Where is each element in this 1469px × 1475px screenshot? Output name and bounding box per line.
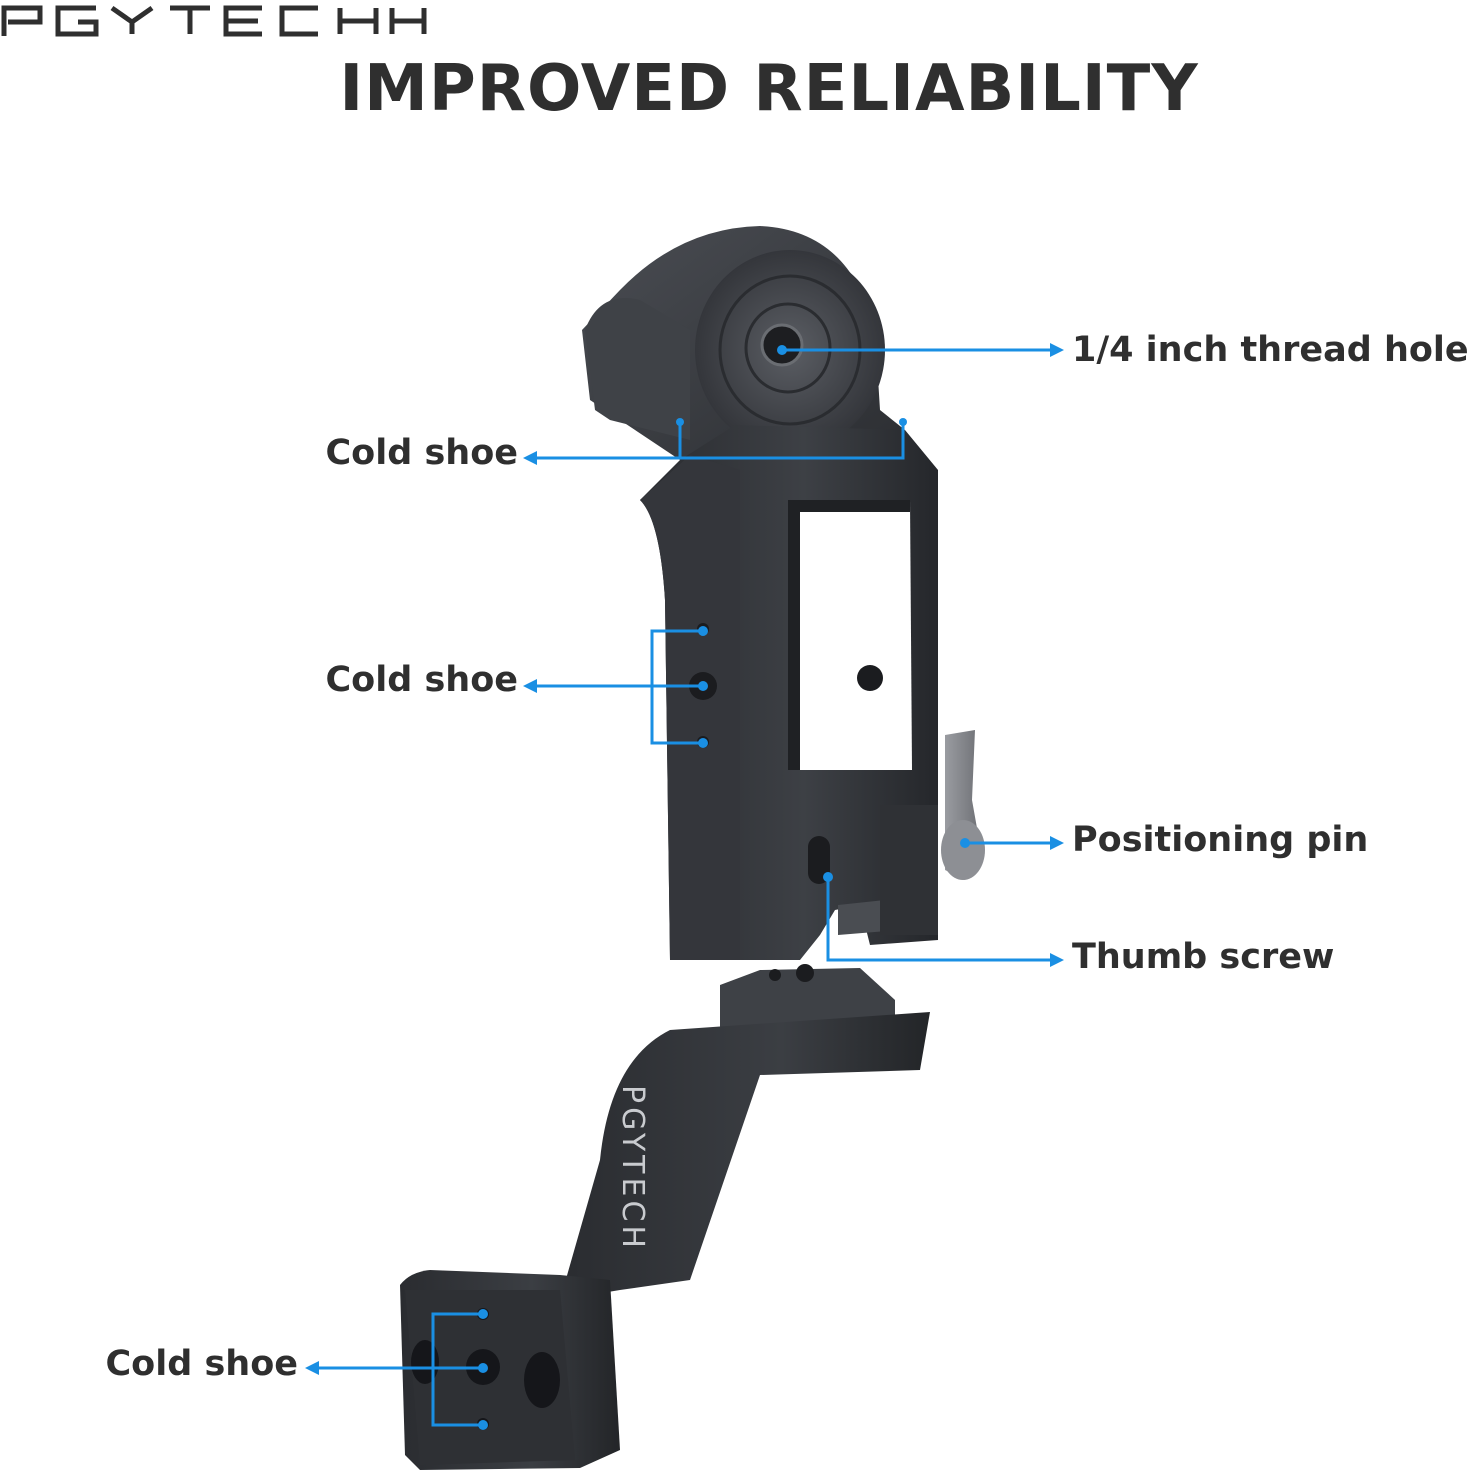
pgytech-logo <box>1 5 427 37</box>
upper-bracket <box>582 226 985 960</box>
callout-arrows <box>305 343 1064 1375</box>
page-title: IMPROVED RELIABILITY <box>339 52 1199 126</box>
callout-dots <box>478 345 970 1430</box>
arm-engraving: PGYTECH <box>615 1085 650 1252</box>
callout-thumb-screw: Thumb screw <box>1072 937 1335 977</box>
callout-cold-shoe-middle: Cold shoe <box>325 660 519 700</box>
callout-lines <box>318 348 1052 1427</box>
callout-thread-hole: 1/4 inch thread hole <box>1072 330 1469 370</box>
callout-cold-shoe-top: Cold shoe <box>325 433 519 473</box>
callout-cold-shoe-bottom: Cold shoe <box>105 1344 299 1384</box>
lower-arm <box>400 964 930 1470</box>
callout-positioning-pin: Positioning pin <box>1072 820 1369 860</box>
